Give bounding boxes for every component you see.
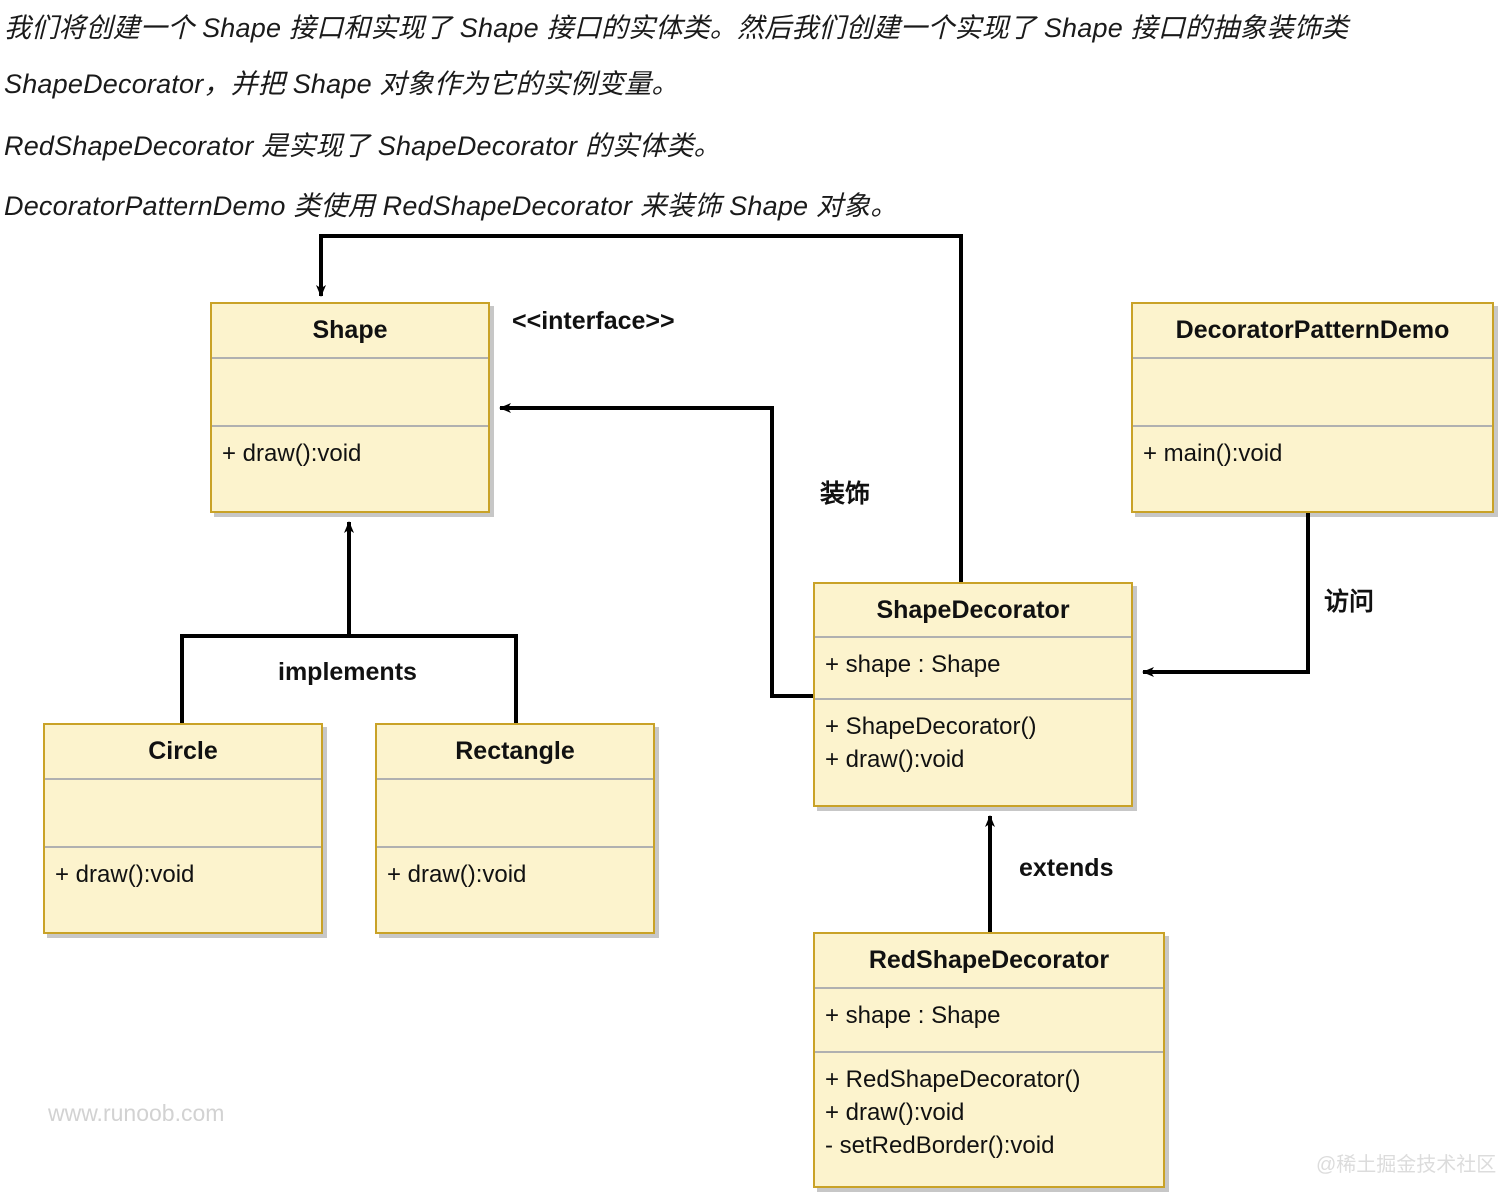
- class-separator: [815, 1051, 1163, 1053]
- edge-label-decorates: 装饰: [820, 480, 871, 508]
- operation-row: + RedShapeDecorator(): [825, 1066, 1081, 1093]
- class-name-decoratorpatterndemo: DecoratorPatternDemo: [1175, 316, 1450, 344]
- class-separator: [377, 778, 653, 780]
- paragraph-2: RedShapeDecorator 是实现了 ShapeDecorator 的实…: [4, 131, 721, 161]
- edge-association-shapedecorator-shape: [499, 403, 813, 698]
- operation-row: + ShapeDecorator(): [825, 713, 1037, 740]
- class-box-redshapedecorator[interactable]: RedShapeDecorator + shape : Shape + RedS…: [813, 932, 1165, 1188]
- edge-label-implements: implements: [278, 658, 417, 686]
- class-attributes-redshapedecorator: + shape : Shape: [815, 989, 1163, 1051]
- operation-row: + draw():void: [222, 440, 362, 467]
- operation-row: + main():void: [1143, 440, 1283, 467]
- class-box-shapedecorator[interactable]: ShapeDecorator + shape : Shape + ShapeDe…: [813, 582, 1133, 807]
- paragraph-1: 我们将创建一个 Shape 接口和实现了 Shape 接口的实体类。然后我们创建…: [4, 13, 1356, 99]
- description-text-block: 我们将创建一个 Shape 接口和实现了 Shape 接口的实体类。然后我们创建…: [0, 0, 1512, 234]
- class-operations-shapedecorator: + ShapeDecorator() + draw():void: [815, 700, 1131, 809]
- class-name-shapedecorator: ShapeDecorator: [876, 595, 1070, 624]
- watermark-juejin: @稀土掘金技术社区: [1316, 1154, 1497, 1176]
- paragraph-3: DecoratorPatternDemo 类使用 RedShapeDecorat…: [4, 191, 898, 221]
- class-attributes-shapedecorator: + shape : Shape: [815, 638, 1131, 698]
- class-separator: [815, 987, 1163, 989]
- class-box-circle[interactable]: Circle + draw():void: [43, 723, 323, 934]
- class-separator: [1133, 357, 1492, 359]
- edge-label-extends: extends: [1019, 854, 1114, 882]
- class-separator: [212, 425, 488, 427]
- class-box-shape[interactable]: Shape + draw():void: [210, 302, 490, 513]
- class-operations-shape: + draw():void: [212, 427, 488, 515]
- watermark-runoob: www.runoob.com: [48, 1100, 225, 1126]
- class-separator: [815, 698, 1131, 700]
- attribute-row: + shape : Shape: [825, 1002, 1001, 1029]
- edge-decorates: [316, 234, 963, 582]
- operation-row: + draw():void: [55, 861, 195, 888]
- class-name-redshapedecorator: RedShapeDecorator: [868, 946, 1110, 974]
- class-operations-circle: + draw():void: [45, 848, 321, 936]
- edge-visits: [1142, 513, 1310, 677]
- edge-label-visits: 访问: [1324, 588, 1375, 616]
- class-name-shape: Shape: [312, 316, 388, 344]
- attribute-row: + shape : Shape: [825, 651, 1001, 678]
- class-separator: [45, 846, 321, 848]
- uml-class-diagram: Shape + draw():void Circle + draw():void…: [0, 212, 1512, 1201]
- operation-row: + draw():void: [825, 746, 965, 773]
- operation-row: - setRedBorder():void: [825, 1132, 1055, 1159]
- class-attributes-decoratorpatterndemo: [1133, 359, 1492, 425]
- class-separator: [45, 778, 321, 780]
- class-box-rectangle[interactable]: Rectangle + draw():void: [375, 723, 655, 934]
- class-separator: [377, 846, 653, 848]
- class-box-decoratorpatterndemo[interactable]: DecoratorPatternDemo + main():void: [1131, 302, 1494, 513]
- stereotype-label-interface: <<interface>>: [512, 307, 675, 335]
- class-operations-rectangle: + draw():void: [377, 848, 653, 936]
- class-attributes-rectangle: [377, 780, 653, 846]
- class-operations-decoratorpatterndemo: + main():void: [1133, 427, 1492, 515]
- class-attributes-shape: [212, 359, 488, 425]
- class-separator: [212, 357, 488, 359]
- class-separator: [815, 636, 1131, 638]
- operation-row: + draw():void: [387, 861, 527, 888]
- class-attributes-circle: [45, 780, 321, 846]
- class-name-circle: Circle: [148, 737, 218, 765]
- class-name-rectangle: Rectangle: [455, 737, 575, 765]
- operation-row: + draw():void: [825, 1099, 965, 1126]
- class-separator: [1133, 425, 1492, 427]
- diagram-edges: [180, 234, 1310, 932]
- class-operations-redshapedecorator: + RedShapeDecorator() + draw():void - se…: [815, 1053, 1163, 1190]
